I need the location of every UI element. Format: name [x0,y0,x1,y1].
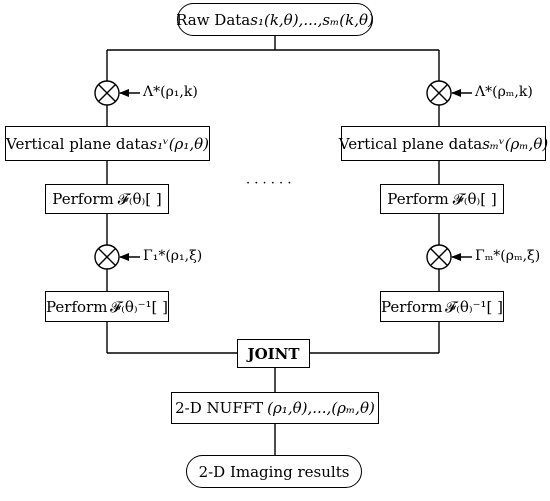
fft-left-label: Perform [52,190,114,208]
ifft-right-label: Perform [381,297,443,316]
vertical-plane-left-label: Vertical plane data [5,134,150,153]
nufft-node: 2-D NUFFT(ρ₁,θ),...,(ρₘ,θ) [171,392,379,424]
raw-data-formula: s₁(k,θ),...,sₘ(k,θ) [250,10,374,29]
fft-right-formula: 𝓕₍θ₎[ ] [452,190,497,208]
joint-label: JOINT [247,344,300,363]
multiply-icon [94,244,120,270]
raw-data-label: Raw Data [176,10,251,29]
multiply-icon [426,80,452,106]
ifft-left-formula: 𝓕₍θ₎⁻¹[ ] [110,297,168,316]
fft-right-label: Perform [387,190,449,208]
nufft-formula: (ρ₁,θ),...,(ρₘ,θ) [267,399,375,417]
ellipsis: · · · · · · [246,176,292,191]
vertical-plane-right-label: Vertical plane data [338,134,483,153]
imaging-result-node: 2-D Imaging results [186,455,362,488]
vertical-plane-left-formula: s₁ᵛ(ρ₁,θ) [149,134,210,153]
ifft-left-label: Perform [46,297,108,316]
ifft-right-formula: 𝓕₍θ₎⁻¹[ ] [445,297,503,316]
lambda-right-label: Λ*(ρₘ,k) [475,84,533,100]
joint-node: JOINT [237,339,310,368]
multiply-icon [94,80,120,106]
nufft-label: 2-D NUFFT [175,399,264,417]
imaging-result-label: 2-D Imaging results [198,462,350,481]
vertical-plane-right-formula: sₘᵛ(ρₘ,θ) [482,134,549,153]
gamma-right-label: Γₘ*(ρₘ,ξ) [475,248,541,264]
fft-left-formula: 𝓕₍θ₎[ ] [117,190,162,208]
multiply-icon [426,244,452,270]
lambda-left-label: Λ*(ρ₁,k) [143,84,198,100]
gamma-left-label: Γ₁*(ρ₁,ξ) [143,248,203,264]
